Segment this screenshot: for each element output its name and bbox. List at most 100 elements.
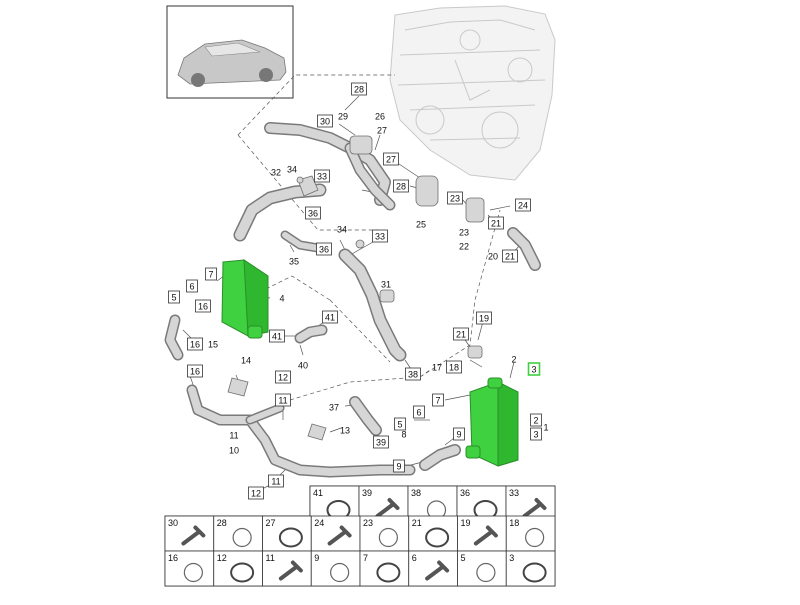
callout-number: 7 bbox=[208, 270, 213, 280]
callout-box bbox=[275, 370, 291, 384]
callout-41[interactable]: 41 bbox=[322, 310, 338, 324]
callout-18[interactable]: 18 bbox=[446, 360, 462, 374]
part-pictogram bbox=[375, 498, 400, 518]
callout-6[interactable]: 6 bbox=[413, 405, 425, 419]
callout-6[interactable]: 6 bbox=[186, 279, 198, 293]
intercooler-left[interactable] bbox=[221, 259, 269, 339]
callout-10[interactable]: 10 bbox=[229, 446, 239, 456]
callout-22[interactable]: 22 bbox=[459, 242, 469, 252]
callout-number: 33 bbox=[317, 172, 327, 182]
callout-number: 21 bbox=[491, 219, 501, 229]
callout-37[interactable]: 37 bbox=[329, 403, 339, 413]
callout-25[interactable]: 25 bbox=[416, 220, 426, 230]
callout-number: 12 bbox=[278, 373, 288, 383]
parts-table-cell-5[interactable]: 5 bbox=[457, 550, 507, 587]
callout-number: 37 bbox=[329, 403, 339, 413]
callout-16[interactable]: 16 bbox=[187, 337, 203, 351]
parts-table-cell-21[interactable]: 21 bbox=[408, 515, 458, 552]
callout-2[interactable]: 2 bbox=[530, 413, 542, 427]
parts-table-cell-9[interactable]: 9 bbox=[310, 550, 361, 587]
callout-27[interactable]: 27 bbox=[383, 152, 399, 166]
callout-3[interactable]: 3 bbox=[527, 362, 541, 376]
callout-number: 31 bbox=[381, 280, 391, 290]
intercooler-right[interactable] bbox=[465, 377, 519, 467]
callout-7[interactable]: 7 bbox=[205, 267, 217, 281]
callout-28[interactable]: 28 bbox=[351, 82, 367, 96]
parts-table-cell-27[interactable]: 27 bbox=[262, 515, 312, 552]
callout-34[interactable]: 34 bbox=[337, 225, 347, 235]
callout-17[interactable]: 17 bbox=[432, 363, 442, 373]
callout-11[interactable]: 11 bbox=[268, 474, 284, 488]
part-pictogram bbox=[181, 525, 206, 546]
callout-11[interactable]: 11 bbox=[229, 431, 238, 441]
callout-40[interactable]: 40 bbox=[298, 361, 308, 371]
callout-21[interactable]: 21 bbox=[488, 216, 504, 230]
parts-table-cell-11[interactable]: 11 bbox=[262, 550, 312, 587]
callout-34[interactable]: 34 bbox=[287, 165, 297, 175]
callout-number: 5 bbox=[171, 293, 176, 303]
callout-33[interactable]: 33 bbox=[314, 169, 330, 183]
part-pictogram bbox=[522, 498, 547, 518]
callout-31[interactable]: 31 bbox=[381, 280, 391, 290]
parts-table-cell-28[interactable]: 28 bbox=[213, 515, 263, 552]
callout-box bbox=[275, 393, 291, 407]
callout-38[interactable]: 38 bbox=[405, 367, 421, 381]
callout-36[interactable]: 36 bbox=[316, 242, 332, 256]
callout-13[interactable]: 13 bbox=[340, 426, 350, 436]
callout-24[interactable]: 24 bbox=[515, 198, 531, 212]
callout-3[interactable]: 3 bbox=[530, 427, 542, 441]
callout-23[interactable]: 23 bbox=[459, 228, 469, 238]
callout-9[interactable]: 9 bbox=[393, 459, 405, 473]
part-pictogram bbox=[278, 527, 303, 548]
parts-table-cell-30[interactable]: 30 bbox=[164, 515, 215, 552]
callout-41[interactable]: 41 bbox=[269, 329, 285, 343]
callout-29[interactable]: 29 bbox=[338, 112, 348, 122]
callout-2[interactable]: 2 bbox=[511, 355, 516, 365]
parts-table-cell-24[interactable]: 24 bbox=[310, 515, 361, 552]
parts-table-number: 19 bbox=[461, 518, 471, 528]
parts-table-number: 23 bbox=[363, 518, 373, 528]
callout-4[interactable]: 4 bbox=[279, 294, 284, 304]
callout-16[interactable]: 16 bbox=[187, 364, 203, 378]
parts-table-cell-16[interactable]: 16 bbox=[164, 550, 215, 587]
callout-11[interactable]: 11 bbox=[275, 393, 291, 407]
callout-28[interactable]: 28 bbox=[393, 179, 409, 193]
callout-9[interactable]: 9 bbox=[453, 427, 465, 441]
callout-39[interactable]: 39 bbox=[373, 435, 389, 449]
callout-21[interactable]: 21 bbox=[453, 327, 469, 341]
parts-table-cell-19[interactable]: 19 bbox=[457, 515, 507, 552]
callout-32[interactable]: 32 bbox=[271, 168, 281, 178]
callout-5[interactable]: 5 bbox=[168, 290, 180, 304]
parts-table-cell-6[interactable]: 6 bbox=[408, 550, 458, 587]
callout-33[interactable]: 33 bbox=[372, 229, 388, 243]
callout-26[interactable]: 26 bbox=[375, 112, 385, 122]
callout-number: 21 bbox=[456, 330, 466, 340]
callout-20[interactable]: 20 bbox=[488, 252, 498, 262]
callout-5[interactable]: 5 bbox=[394, 417, 406, 431]
parts-table-cell-7[interactable]: 7 bbox=[359, 550, 410, 587]
callout-1[interactable]: 1 bbox=[543, 423, 548, 433]
parts-table-cell-3[interactable]: 3 bbox=[505, 550, 556, 587]
callout-36[interactable]: 36 bbox=[305, 206, 321, 220]
callout-box bbox=[187, 337, 203, 351]
parts-table-number: 41 bbox=[313, 488, 323, 498]
callout-19[interactable]: 19 bbox=[476, 311, 492, 325]
callout-12[interactable]: 12 bbox=[275, 370, 291, 384]
callout-16[interactable]: 16 bbox=[195, 299, 211, 313]
callout-21[interactable]: 21 bbox=[502, 249, 518, 263]
callout-30[interactable]: 30 bbox=[317, 114, 333, 128]
callout-number: 13 bbox=[340, 426, 350, 436]
callout-23[interactable]: 23 bbox=[447, 191, 463, 205]
brackets-and-clamps bbox=[227, 135, 485, 441]
callout-35[interactable]: 35 bbox=[289, 257, 299, 267]
callout-number: 12 bbox=[251, 489, 261, 499]
callout-8[interactable]: 8 bbox=[401, 430, 406, 440]
parts-table-cell-12[interactable]: 12 bbox=[213, 550, 263, 587]
callout-27[interactable]: 27 bbox=[377, 126, 387, 136]
callout-15[interactable]: 15 bbox=[208, 340, 218, 350]
callout-12[interactable]: 12 bbox=[248, 486, 264, 500]
callout-7[interactable]: 7 bbox=[432, 393, 444, 407]
callout-14[interactable]: 14 bbox=[241, 356, 251, 366]
parts-table-cell-23[interactable]: 23 bbox=[359, 515, 410, 552]
parts-table-cell-18[interactable]: 18 bbox=[505, 515, 556, 552]
